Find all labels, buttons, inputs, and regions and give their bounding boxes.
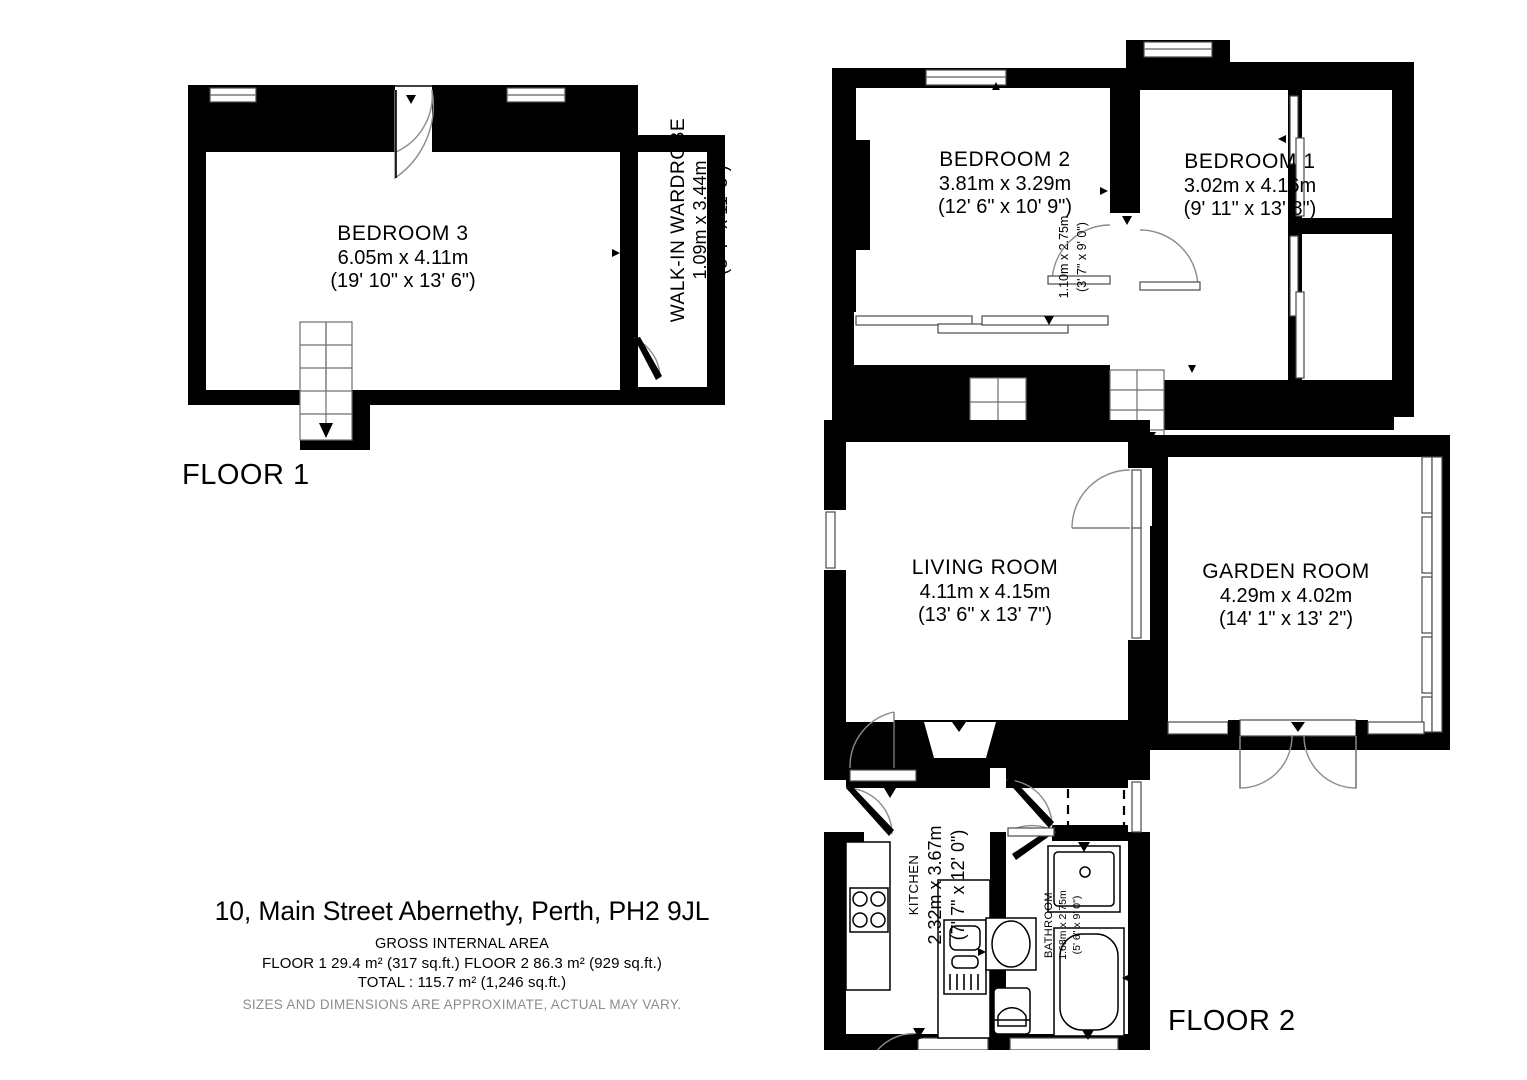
floor-1-top-wall-blocks <box>188 85 638 152</box>
floor-2-door-living-garden <box>1071 468 1152 529</box>
title-block: 10, Main Street Abernethy, Perth, PH2 9J… <box>182 896 742 1012</box>
floor-2-bathroom-fixtures <box>985 778 1130 1040</box>
floor-1-tag: FLOOR 1 <box>182 459 310 491</box>
floor-1-window-top-right <box>506 87 566 103</box>
floor-2-bedroom-block-walls <box>832 40 1414 430</box>
floor-2-wardrobes-bedroom1 <box>1278 90 1394 380</box>
floor-2-upper-ticks <box>848 82 1196 373</box>
floor-2-lower-block-walls <box>824 420 1450 1050</box>
property-address: 10, Main Street Abernethy, Perth, PH2 9J… <box>214 896 710 926</box>
floor-2-tag: FLOOR 2 <box>1168 1005 1296 1037</box>
gross-internal-area-label: GROSS INTERNAL AREA <box>374 936 550 952</box>
room-name: BATHROOM <box>1043 892 1055 958</box>
room-name: BEDROOM 2 <box>939 148 1071 171</box>
room-dimension-metric: 3.02m x 4.16m <box>1183 174 1317 197</box>
floor-1-door-entry <box>394 85 435 180</box>
room-label-bathroom: BATHROOM <box>1043 855 1055 995</box>
floor-2-door-bedroom1 <box>1139 229 1201 291</box>
room-label-bedroom-3: BEDROOM 3 6.05m x 4.11m (19' 10" x 13' 6… <box>258 222 548 294</box>
floor-areas-line: FLOOR 1 29.4 m² (317 sq.ft.) FLOOR 2 86.… <box>262 955 662 972</box>
disclaimer-text: SIZES AND DIMENSIONS ARE APPROXIMATE, AC… <box>242 997 682 1012</box>
floor-1-walls <box>188 85 725 450</box>
room-dimension-imperial: (19' 10" x 13' 6") <box>330 270 476 293</box>
floor-2-landing <box>1110 205 1140 370</box>
floor-1-wardrobe-door <box>630 337 662 390</box>
floor-2-window-living-left <box>824 494 846 570</box>
floor-2-garden-french-doors <box>1167 719 1425 789</box>
floor-2-door-living-kitchen <box>846 710 895 769</box>
room-dimension-bathroom-metric: 1.68m x 2.75m <box>1057 855 1069 995</box>
room-label-garden-room: GARDEN ROOM 4.29m x 4.02m (14' 1" x 13' … <box>1141 560 1431 632</box>
floor-2-window-bedroom2 <box>925 69 1007 86</box>
room-dimension-kitchen-imperial: (7' 7" x 12' 0") <box>948 785 969 985</box>
room-label-kitchen: KITCHEN <box>906 785 921 985</box>
floor-1-dimension-ticks <box>198 144 715 399</box>
room-dimension-walk-in-wardrobe: 1.09m x 3.44m (3' 7" x 11' 3") <box>690 110 732 330</box>
room-dimension-metric: 4.29m x 4.02m <box>1219 584 1353 607</box>
floor-2-wardrobe-bedroom2 <box>854 312 1109 365</box>
room-dimension-imperial: (13' 6" x 13' 7") <box>917 604 1053 627</box>
room-dimension-kitchen-metric: 2.32m x 3.67m <box>925 785 946 985</box>
floor-1-window-top-left <box>209 87 257 103</box>
room-dimension-bathroom-imperial: (5' 6" x 9' 0") <box>1071 855 1083 995</box>
room-dimension-metric: 3.81m x 3.29m <box>938 172 1072 195</box>
floor-2-kitchen-fixtures <box>838 786 1002 1050</box>
room-name: WALK-IN WARDROBE <box>668 117 689 323</box>
room-label-walk-in-wardrobe: WALK-IN WARDROBE <box>668 110 690 330</box>
room-dimension-landing-metric: 1.10m x 2.75m <box>1057 192 1071 322</box>
floor-1-staircase <box>299 321 353 441</box>
room-dimension-imperial: (3' 7" x 9' 0") <box>1075 222 1089 292</box>
room-label-bedroom-1: BEDROOM 1 3.02m x 4.16m (9' 11" x 13' 8"… <box>1105 150 1395 222</box>
room-name: BEDROOM 1 <box>1184 150 1316 173</box>
room-label-bedroom-2: BEDROOM 2 3.81m x 3.29m (12' 6" x 10' 9"… <box>860 148 1150 220</box>
room-dimension-imperial: (3' 7" x 11' 3") <box>711 165 731 275</box>
room-dimension-imperial: (9' 11" x 13' 8") <box>1183 198 1317 221</box>
room-label-living-room: LIVING ROOM 4.11m x 4.15m (13' 6" x 13' … <box>840 556 1130 628</box>
room-dimension-metric: 2.32m x 3.67m <box>925 825 945 945</box>
room-dimension-metric: 6.05m x 4.11m <box>337 246 469 269</box>
room-dimension-metric: 4.11m x 4.15m <box>919 580 1051 603</box>
room-dimension-metric: 1.09m x 3.44m <box>690 160 710 280</box>
floor-1-drawing <box>188 85 725 450</box>
room-name: KITCHEN <box>906 854 921 916</box>
floor-2-door-bedroom2 <box>1047 224 1111 285</box>
room-name: GARDEN ROOM <box>1202 560 1370 583</box>
room-name: BEDROOM 3 <box>337 222 469 245</box>
room-name: LIVING ROOM <box>911 556 1059 579</box>
floor-2-drawing <box>824 40 1450 1050</box>
floor-2-garden-glazing <box>1421 456 1443 733</box>
total-area-line: TOTAL : 115.7 m² (1,246 sq.ft.) <box>357 974 567 991</box>
room-dimension-imperial: (12' 6" x 10' 9") <box>937 196 1073 219</box>
room-dimension-metric: 1.68m x 2.75m <box>1057 890 1069 960</box>
room-dimension-metric: 1.10m x 2.75m <box>1057 215 1071 299</box>
floor-2-window-bedroom1-bay <box>1143 41 1213 58</box>
room-dimension-imperial: (5' 6" x 9' 0") <box>1071 895 1083 955</box>
room-dimension-imperial: (14' 1" x 13' 2") <box>1218 608 1354 631</box>
room-dimension-landing-imperial: (3' 7" x 9' 0") <box>1075 192 1089 322</box>
room-dimension-imperial: (7' 7" x 12' 0") <box>948 829 968 941</box>
